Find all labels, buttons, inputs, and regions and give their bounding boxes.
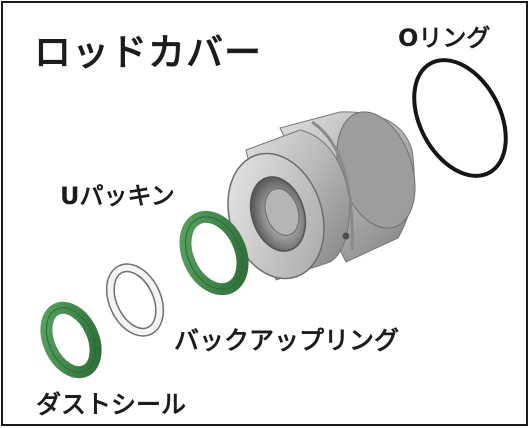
dust-seal-label: ダストシール <box>36 390 187 419</box>
dust-seal-part <box>40 301 102 379</box>
diagram-title: ロッドカバー <box>34 31 262 74</box>
backup-ring-part <box>105 263 165 337</box>
o-ring-part <box>412 58 508 178</box>
u-packing-label: Uパッキン <box>60 182 175 210</box>
rod-cover-body <box>227 111 416 281</box>
o-ring-label: Oリング <box>398 24 491 52</box>
u-packing-part <box>179 210 249 296</box>
backup-ring-label: バックアップリング <box>174 326 400 355</box>
